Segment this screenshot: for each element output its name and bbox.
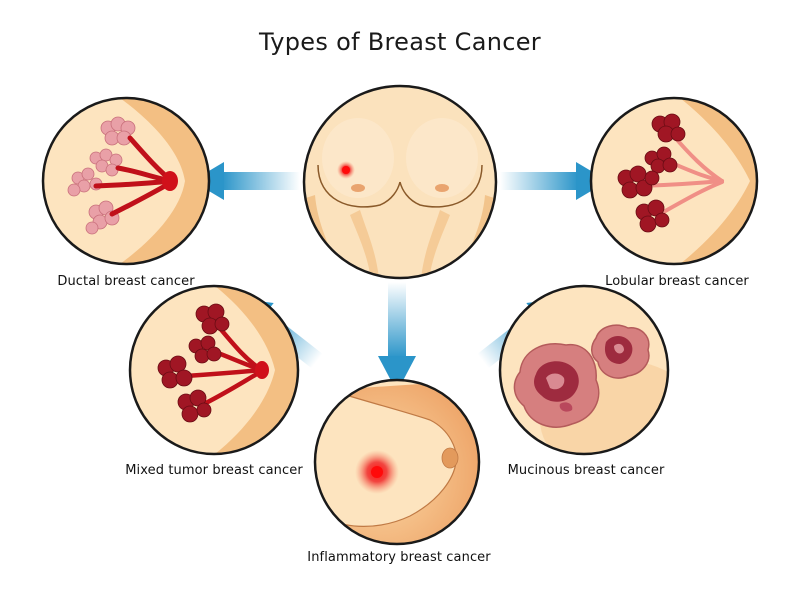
mucinous-tumor-right [591,324,650,379]
label-ductal: Ductal breast cancer [57,274,195,289]
label-lobular: Lobular breast cancer [605,274,749,289]
diagram-title: Types of Breast Cancer [259,28,541,56]
inflammatory-circle [313,378,481,546]
label-inflammatory: Inflammatory breast cancer [307,550,491,565]
mucinous-circle [498,284,670,456]
center-torso-circle [302,84,498,280]
label-mucinous: Mucinous breast cancer [507,463,665,478]
label-mixed-tumor: Mixed tumor breast cancer [125,463,303,478]
arrow-to-inflammatory [378,282,416,392]
lobular-circle [589,96,759,266]
lobular-lobules [617,113,686,233]
mixed-lobules [157,303,230,423]
ductal-circle [41,96,211,266]
mixed-tumor-circle [128,284,300,456]
mucinous-tumor-left [513,343,600,428]
